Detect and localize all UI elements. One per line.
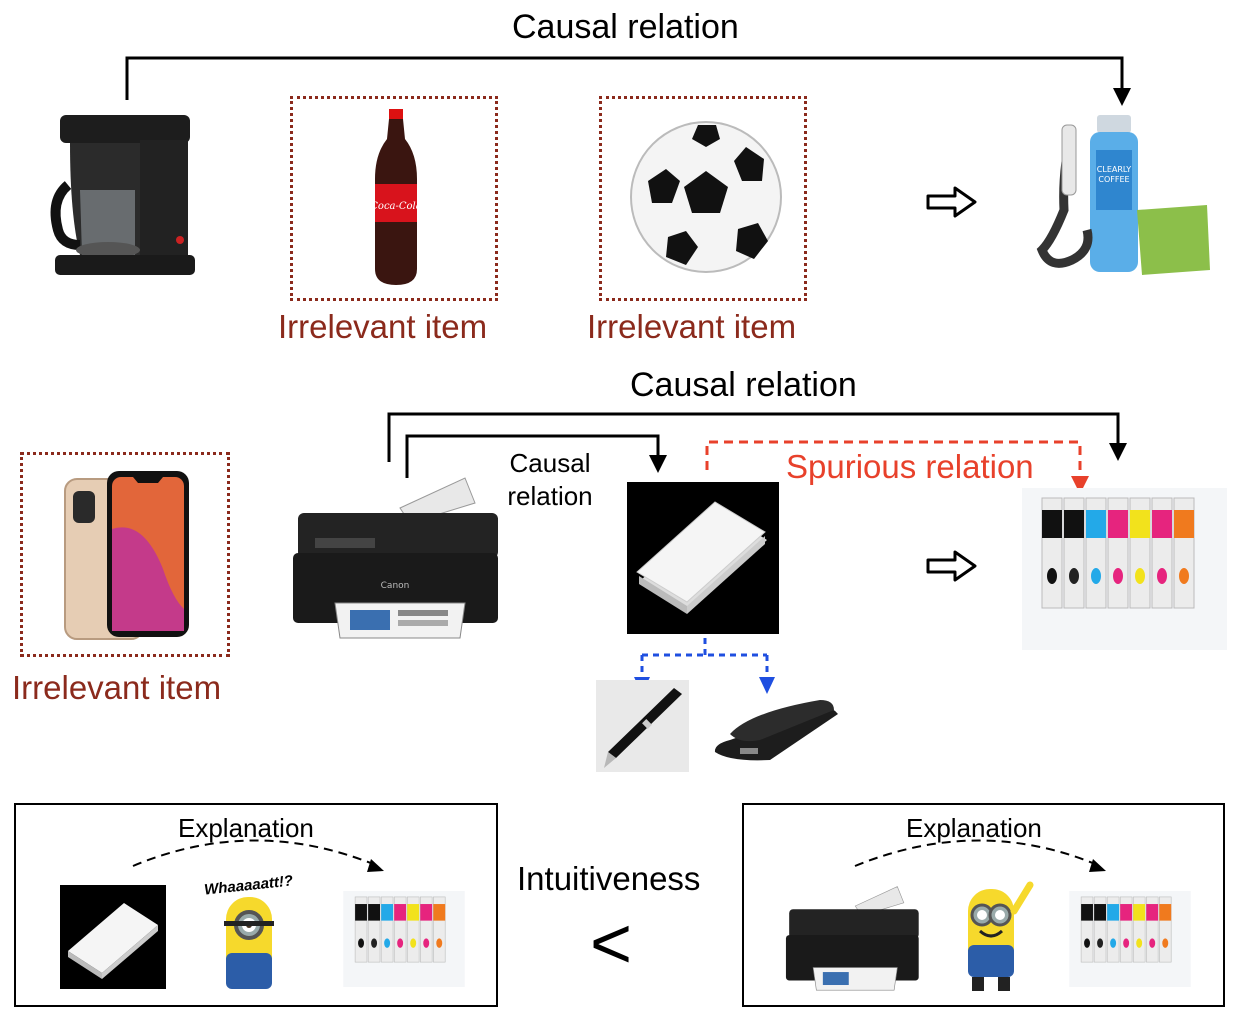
inner-causal-arrow	[405, 434, 660, 478]
implies-arrow-top	[926, 186, 977, 218]
explanation-box-left: Explanation Whaaaaatt!?	[14, 803, 498, 1007]
ink-cartridges-image	[1022, 488, 1227, 650]
ink-cartridges-small-image-right	[1069, 891, 1191, 987]
top-causal-arrowhead	[1113, 88, 1131, 106]
inner-causal-label-line2: relation	[507, 481, 593, 511]
pen-image	[596, 680, 689, 772]
stapler-image	[714, 700, 838, 761]
middle-causal-arrow	[387, 412, 1120, 462]
explanation-right-curve	[854, 839, 1101, 867]
svg-text:COFFEE: COFFEE	[1098, 175, 1129, 184]
top-causal-arrow	[125, 56, 1124, 100]
intuitiveness-label: Intuitiveness	[517, 860, 701, 897]
irrelevant-label-cola: Irrelevant item	[278, 308, 488, 345]
svg-text:Canon: Canon	[381, 581, 410, 591]
less-than-symbol: <	[590, 904, 633, 984]
explanation-left-curve	[132, 839, 379, 867]
explanation-left-arrowhead	[367, 859, 384, 872]
blue-arrowhead-stapler	[759, 677, 775, 694]
irrelevant-label-phone: Irrelevant item	[12, 669, 222, 706]
top-causal-title: Causal relation	[512, 8, 739, 46]
implies-arrow-middle	[926, 550, 977, 582]
irrelevant-label-ball: Irrelevant item	[587, 308, 797, 345]
spurious-arrow	[705, 440, 1082, 478]
spurious-relation-label: Spurious relation	[786, 448, 1034, 485]
paper-stack-image	[627, 482, 779, 634]
explanation-box-right: Explanation	[742, 803, 1225, 1007]
minion-happy-image	[968, 881, 1034, 991]
explanation-title-right: Explanation	[906, 813, 1042, 843]
explanation-right-arrowhead	[1089, 859, 1106, 872]
inner-causal-label-line1: Causal	[509, 448, 591, 478]
coffee-maker-image	[50, 115, 195, 275]
spurious-arrowhead	[1071, 476, 1089, 494]
printer-small-image	[785, 886, 919, 991]
middle-causal-arrowhead	[1109, 443, 1127, 461]
svg-text:Coca-Cola: Coca-Cola	[370, 201, 421, 212]
cola-bottle-image: Coca-Cola	[370, 109, 422, 285]
smartphone-image	[64, 471, 189, 640]
ink-cartridges-small-image-left	[343, 891, 465, 987]
middle-causal-title: Causal relation	[630, 366, 857, 404]
coffee-cleaning-kit-image: CLEARLY COFFEE	[1036, 115, 1210, 275]
minion-confused-image	[224, 897, 274, 989]
svg-text:CLEARLY: CLEARLY	[1097, 165, 1132, 174]
irrelevant-item-box-cola: Coca-Cola	[290, 96, 498, 301]
soccer-ball-image	[630, 121, 782, 273]
explanation-title-left: Explanation	[178, 813, 314, 843]
irrelevant-item-box-phone	[20, 452, 230, 657]
irrelevant-item-box-ball	[599, 96, 807, 301]
inner-causal-arrowhead	[649, 455, 667, 473]
inner-causal-label: Causal relation	[496, 447, 604, 513]
paper-stack-small-image	[60, 885, 166, 989]
printer-image: Canon	[293, 477, 498, 639]
